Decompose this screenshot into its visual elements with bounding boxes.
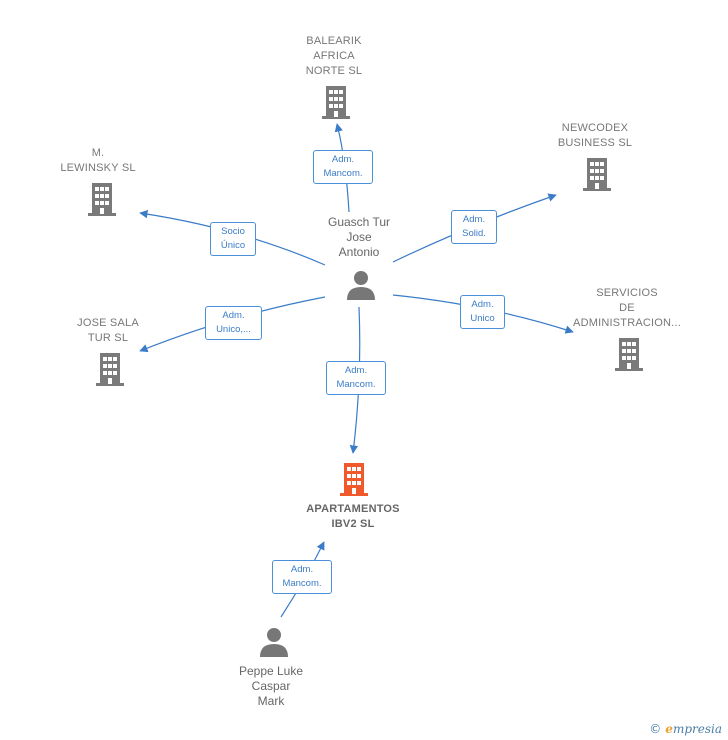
building-icon[interactable] bbox=[614, 336, 644, 372]
edge-label-to-apartamentos[interactable]: Adm. Mancom. bbox=[326, 361, 386, 395]
building-icon[interactable] bbox=[582, 156, 612, 192]
node-label-apartamentos[interactable]: APARTAMENTOS IBV2 SL bbox=[306, 503, 400, 530]
edge-label-peppe-to-apartamentos[interactable]: Adm. Mancom. bbox=[272, 560, 332, 594]
building-icon[interactable] bbox=[321, 84, 351, 120]
node-label-guasch[interactable]: Guasch Tur Jose Antonio bbox=[327, 215, 391, 259]
node-label-lewinsky[interactable]: M. LEWINSKY SL bbox=[60, 147, 136, 174]
edge-label-to-lewinsky[interactable]: Socio Único bbox=[210, 222, 256, 256]
building-icon[interactable] bbox=[339, 461, 369, 497]
node-label-josesala[interactable]: JOSE SALA TUR SL bbox=[77, 317, 139, 344]
building-icon[interactable] bbox=[87, 181, 117, 217]
node-label-newcodex[interactable]: NEWCODEX BUSINESS SL bbox=[557, 122, 633, 149]
node-label-peppe[interactable]: Peppe Luke Caspar Mark bbox=[238, 664, 304, 708]
person-icon[interactable] bbox=[346, 270, 376, 302]
copyright-icon: © bbox=[649, 722, 662, 736]
node-label-balearik[interactable]: BALEARIK AFRICA NORTE SL bbox=[305, 35, 363, 77]
person-icon[interactable] bbox=[259, 627, 289, 659]
building-icon[interactable] bbox=[95, 351, 125, 387]
edge-label-to-josesala[interactable]: Adm. Unico,... bbox=[205, 306, 262, 340]
edge-label-to-newcodex[interactable]: Adm. Solid. bbox=[451, 210, 497, 244]
edge-label-to-balearik[interactable]: Adm. Mancom. bbox=[313, 150, 373, 184]
node-label-servicios[interactable]: SERVICIOS DE ADMINISTRACION... bbox=[573, 287, 681, 329]
edge-label-to-servicios[interactable]: Adm. Unico bbox=[460, 295, 505, 329]
brand-logo: ©empresia bbox=[649, 722, 722, 736]
